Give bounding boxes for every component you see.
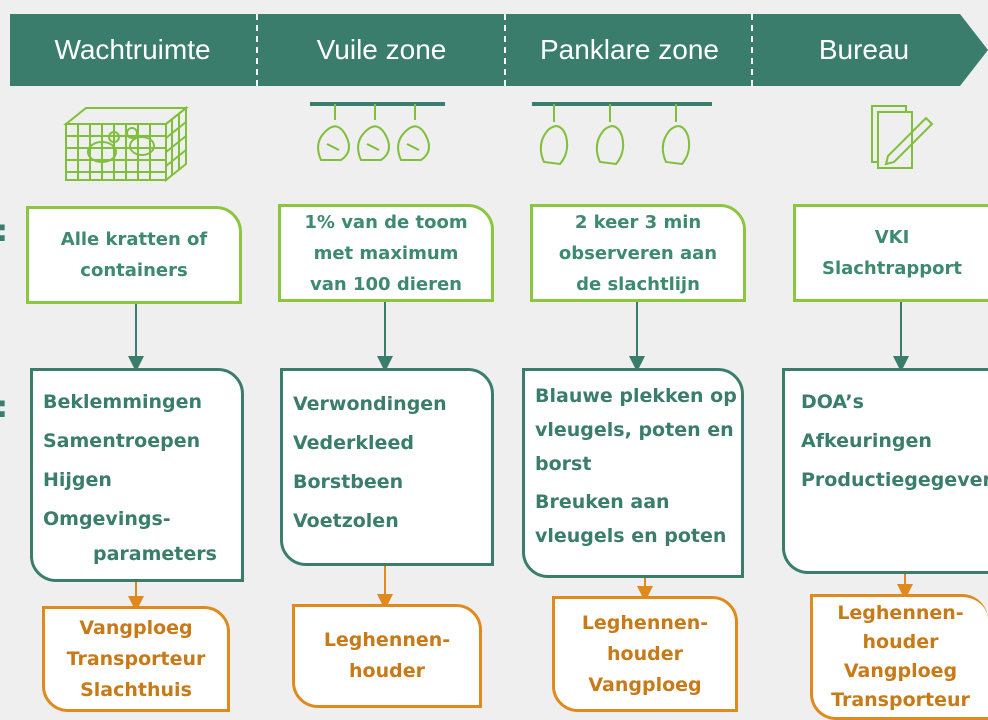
zone-banner xyxy=(10,14,988,86)
sampling-line: Slachtrapport xyxy=(821,258,962,279)
indicator-line: Afkeuringen xyxy=(801,430,932,452)
responsible-line: Leghennen- xyxy=(837,602,964,624)
zone-title-vuile-zone: Vuile zone xyxy=(316,34,447,65)
document-pencil-icon xyxy=(871,105,934,169)
zone-title-bureau: Bureau xyxy=(818,34,910,65)
indicator-box-panklare-zone: Blauwe plekken op vleugels, poten en bor… xyxy=(522,368,744,578)
responsible-line: Transporteur xyxy=(66,647,206,670)
sampling-box-panklare-zone: 2 keer 3 min observeren aan de slachtlij… xyxy=(530,204,746,302)
zone-title-panklare-zone: Panklare zone xyxy=(539,34,719,65)
zone-title-wachtruimte: Wachtruimte xyxy=(54,34,211,65)
sampling-box-wachtruimte: Alle kratten of containers xyxy=(26,206,242,304)
indicator-line: parameters xyxy=(93,543,217,565)
responsible-line: Vangploeg xyxy=(79,616,193,639)
sampling-line: VKI xyxy=(874,227,910,248)
indicator-line: Breuken aan xyxy=(535,491,670,513)
indicator-box-bureau: DOA’s Afkeuringen Productiegegevens xyxy=(782,368,988,574)
responsible-line: Vangploeg xyxy=(843,660,958,682)
responsible-line: Vangploeg xyxy=(588,673,702,696)
indicator-line: Blauwe plekken op xyxy=(535,385,737,407)
indicator-line: Productiegegevens xyxy=(801,469,988,491)
responsible-box-panklare-zone: Leghennen- houder Vangploeg xyxy=(552,596,738,712)
sampling-line: 2 keer 3 min xyxy=(574,211,702,233)
indicator-line: Vederkleed xyxy=(293,432,414,454)
hanging-carcasses-icon xyxy=(532,102,712,166)
hanging-chickens-icon xyxy=(310,102,445,161)
responsible-line: houder xyxy=(862,631,939,653)
responsible-line: Leghennen- xyxy=(323,629,451,651)
indicator-line: Verwondingen xyxy=(293,393,447,415)
responsible-box-wachtruimte: Vangploeg Transporteur Slachthuis xyxy=(42,606,230,712)
responsible-line: Slachthuis xyxy=(80,678,192,701)
sampling-line: de slachtlijn xyxy=(576,273,700,295)
banner-arrow xyxy=(10,14,988,86)
indicator-line: Beklemmingen xyxy=(43,391,203,413)
sampling-box-bureau: VKI Slachtrapport xyxy=(793,204,988,302)
indicator-box-wachtruimte: Beklemmingen Samentroepen Hijgen Omgevin… xyxy=(30,368,244,582)
edge-colon-mark: : xyxy=(0,390,8,425)
edge-colon-mark: : xyxy=(0,214,8,249)
indicator-line: Hijgen xyxy=(43,469,112,491)
responsible-box-bureau: Leghennen- houder Vangploeg Transporteur xyxy=(810,594,988,720)
sampling-line: observeren aan xyxy=(558,242,718,264)
responsible-box-vuile-zone: Leghennen- houder xyxy=(292,604,482,708)
responsible-line: houder xyxy=(349,660,425,682)
indicator-line: Omgevings- xyxy=(43,508,171,530)
responsible-line: Leghennen- xyxy=(581,611,709,634)
sampling-line: met maximum xyxy=(313,242,459,264)
indicator-box-vuile-zone: Verwondingen Vederkleed Borstbeen Voetzo… xyxy=(280,368,494,566)
sampling-line: containers xyxy=(80,260,188,281)
sampling-line: van 100 dieren xyxy=(310,273,462,295)
responsible-line: Transporteur xyxy=(831,689,970,711)
indicator-line: vleugels en poten xyxy=(535,525,727,547)
responsible-line: houder xyxy=(607,642,683,665)
indicator-line: vleugels, poten en xyxy=(535,419,734,441)
indicator-line: Borstbeen xyxy=(293,471,404,493)
sampling-line: 1% van de toom xyxy=(304,211,468,233)
indicator-line: Voetzolen xyxy=(293,510,399,532)
indicator-line: borst xyxy=(535,453,592,475)
crate-with-chickens-icon xyxy=(63,105,189,182)
indicator-line: Samentroepen xyxy=(43,430,201,452)
sampling-box-vuile-zone: 1% van de toom met maximum van 100 diere… xyxy=(278,204,494,302)
indicator-line: DOA’s xyxy=(801,391,864,413)
sampling-line: Alle kratten of xyxy=(60,229,208,250)
